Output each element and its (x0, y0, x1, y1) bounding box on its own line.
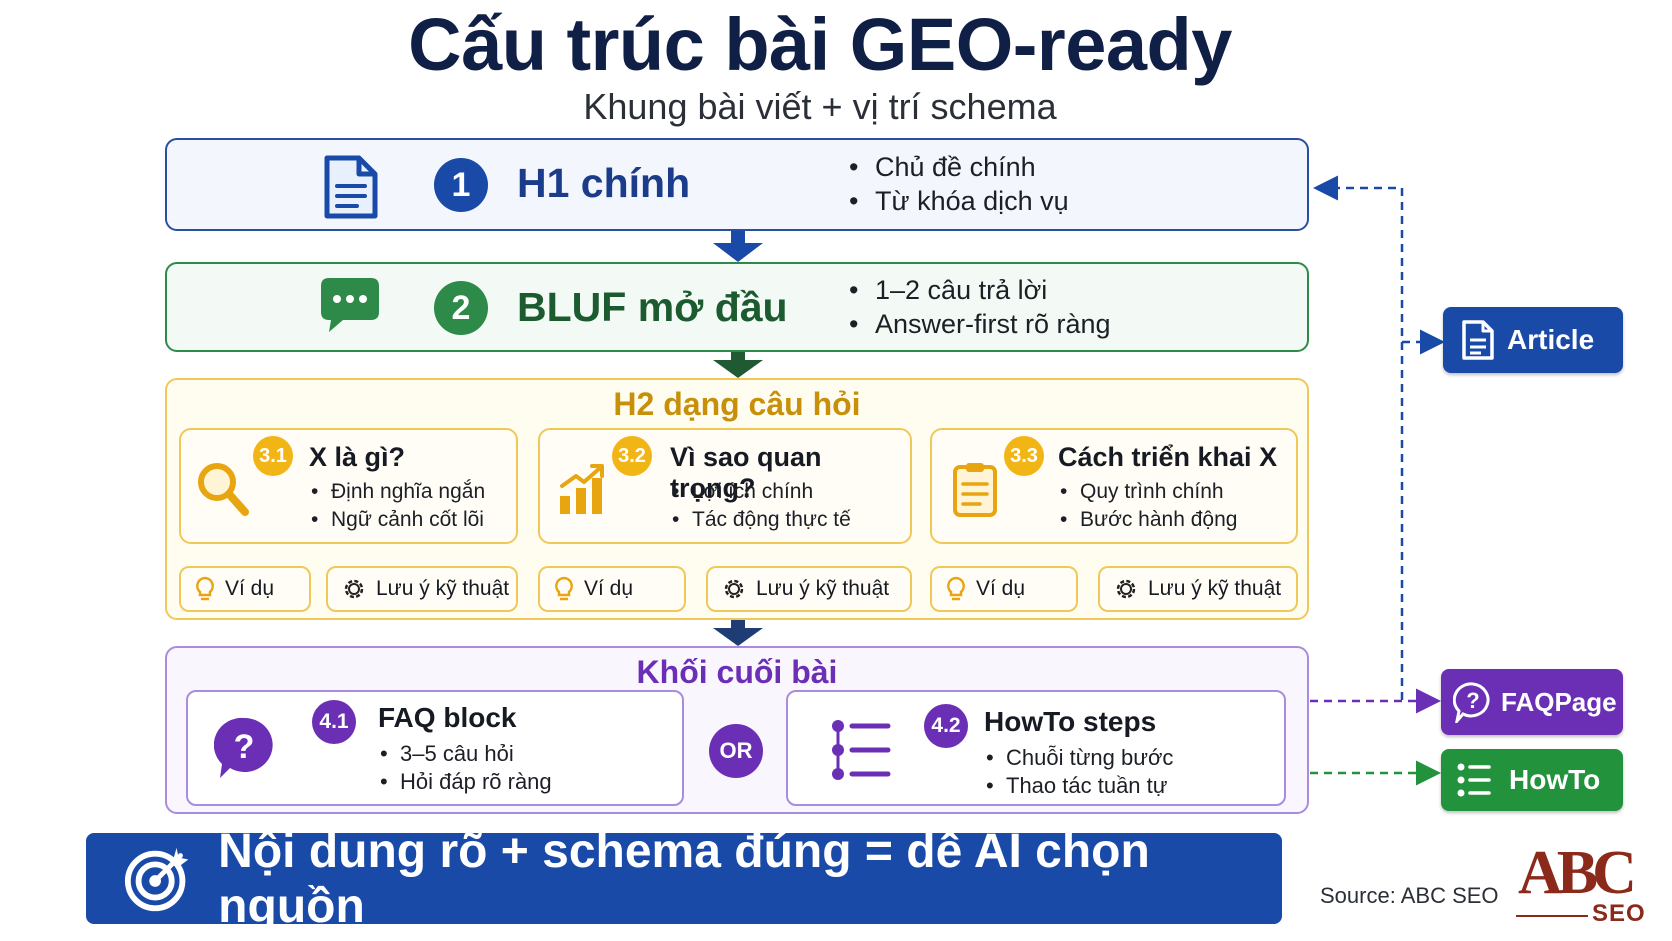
down-arrow-2 (713, 352, 763, 378)
bluf-bullet: Answer-first rõ ràng (847, 307, 1111, 341)
card-bullet: Định nghĩa ngắn (309, 478, 485, 506)
howto-steps-card: 4.2 HowTo steps Chuỗi từng bước Thao tác… (786, 690, 1286, 806)
card-bullets: Quy trình chính Bước hành động (1058, 478, 1237, 534)
badge-3-3: 3.3 (1004, 436, 1044, 476)
schema-connector-h1 (1313, 175, 1404, 700)
svg-text:?: ? (1466, 688, 1479, 713)
step-number-2: 2 (434, 281, 488, 335)
document-icon (1462, 320, 1494, 360)
page-title: Cấu trúc bài GEO-ready (408, 3, 1232, 86)
card-bullets: Lợi ích chính Tác động thực tế (670, 478, 851, 534)
h2-card-what-is: 3.1 X là gì? Định nghĩa ngắn Ngữ cảnh cố… (179, 428, 518, 544)
card-bullet: Tác động thực tế (670, 506, 851, 534)
pill-label: Ví dụ (225, 577, 275, 600)
checklist-icon (953, 463, 997, 517)
card-bullet: Ngữ cảnh cốt lõi (309, 506, 485, 534)
faq-block-card: ? 4.1 FAQ block 3–5 câu hỏi Hỏi đáp rõ r… (186, 690, 684, 806)
or-badge: OR (709, 724, 763, 778)
down-arrow-1 (713, 231, 763, 262)
card-title: X là gì? (309, 442, 406, 472)
card-title: Cách triển khai X (1058, 442, 1278, 472)
gear-icon (344, 579, 364, 599)
schema-howto-label: HowTo (1509, 764, 1601, 795)
logo-underline (1516, 915, 1588, 917)
pill-label: Lưu ý kỹ thuật (376, 577, 510, 600)
howto-title: HowTo steps (984, 706, 1157, 737)
brand-logo-sub: SEO (1592, 900, 1646, 927)
schema-faqpage-button[interactable]: ? FAQPage (1441, 669, 1623, 735)
step-number-1: 1 (434, 158, 488, 212)
howto-bullet: Thao tác tuần tự (984, 772, 1173, 800)
lightbulb-icon (555, 576, 573, 601)
badge-3-2: 3.2 (612, 436, 652, 476)
step-list-icon (1457, 763, 1491, 797)
summary-banner: Nội dung rõ + schema đúng = dễ AI chọn n… (86, 825, 1282, 933)
faq-bullet: Hỏi đáp rõ ràng (378, 768, 552, 796)
faq-bullets: 3–5 câu hỏi Hỏi đáp rõ ràng (378, 740, 552, 796)
faq-bullet: 3–5 câu hỏi (378, 740, 552, 768)
pill-technical-note: Lưu ý kỹ thuật (326, 566, 518, 612)
badge-4-2: 4.2 (924, 704, 968, 748)
banner-text: Nội dung rõ + schema đúng = dễ AI chọn n… (218, 824, 1150, 933)
card-bullet: Lợi ích chính (670, 478, 851, 506)
end-section-title: Khối cuối bài (636, 654, 838, 690)
down-arrow-3 (713, 620, 763, 646)
question-bubble-icon: ? (214, 717, 273, 778)
schema-howto-button[interactable]: HowTo (1441, 749, 1623, 811)
schema-article-label: Article (1507, 324, 1595, 355)
card-bullet: Quy trình chính (1058, 478, 1237, 506)
page-subtitle: Khung bài viết + vị trí schema (583, 86, 1057, 127)
bluf-bullets: 1–2 câu trả lời Answer-first rõ ràng (847, 273, 1111, 341)
pill-label: Lưu ý kỹ thuật (1148, 577, 1282, 600)
step-list-icon (832, 720, 891, 780)
h1-bullet: Chủ đề chính (847, 150, 1069, 184)
bluf-bullet: 1–2 câu trả lời (847, 273, 1111, 307)
source-credit: Source: ABC SEO (1320, 883, 1499, 908)
pill-label: Ví dụ (584, 577, 634, 600)
howto-bullet: Chuỗi từng bước (984, 744, 1173, 772)
magnifier-icon (198, 463, 249, 516)
h1-section: 1 H1 chính Chủ đề chính Từ khóa dịch vụ (165, 138, 1309, 231)
question-bubble-icon: ? (1453, 682, 1490, 723)
card-bullets: Định nghĩa ngắn Ngữ cảnh cốt lõi (309, 478, 485, 534)
h2-section-title: H2 dạng câu hỏi (613, 386, 861, 422)
badge-3-1: 3.1 (253, 436, 293, 476)
growth-chart-icon (560, 464, 604, 514)
pill-example: Ví dụ (538, 566, 686, 612)
h1-label: H1 chính (517, 160, 691, 206)
badge-4-1: 4.1 (312, 700, 356, 744)
brand-logo: ABC (1518, 839, 1637, 907)
gear-icon (724, 579, 744, 599)
pill-label: Ví dụ (976, 577, 1026, 600)
schema-faqpage-label: FAQPage (1501, 686, 1617, 717)
document-icon (324, 155, 378, 219)
bluf-section: 2 BLUF mở đầu 1–2 câu trả lời Answer-fir… (165, 262, 1309, 352)
pill-technical-note: Lưu ý kỹ thuật (706, 566, 912, 612)
h2-card-how-to-implement: 3.3 Cách triển khai X Quy trình chính Bư… (930, 428, 1298, 544)
target-icon (124, 847, 189, 911)
h2-card-why-important: 3.2 Vì sao quan trọng? Lợi ích chính Tác… (538, 428, 912, 544)
gear-icon (1116, 579, 1136, 599)
howto-bullets: Chuỗi từng bước Thao tác tuần tự (984, 744, 1173, 800)
faq-title: FAQ block (378, 702, 517, 733)
h1-bullet: Từ khóa dịch vụ (847, 184, 1069, 218)
pill-example: Ví dụ (930, 566, 1078, 612)
lightbulb-icon (947, 576, 965, 601)
lightbulb-icon (196, 576, 214, 601)
pill-technical-note: Lưu ý kỹ thuật (1098, 566, 1298, 612)
bluf-label: BLUF mở đầu (517, 284, 788, 330)
h1-bullets: Chủ đề chính Từ khóa dịch vụ (847, 150, 1069, 218)
card-bullet: Bước hành động (1058, 506, 1237, 534)
svg-text:?: ? (234, 728, 255, 766)
schema-article-button[interactable]: Article (1443, 307, 1623, 373)
pill-label: Lưu ý kỹ thuật (756, 577, 890, 600)
chat-bubble-icon (321, 278, 379, 332)
pill-example: Ví dụ (179, 566, 311, 612)
